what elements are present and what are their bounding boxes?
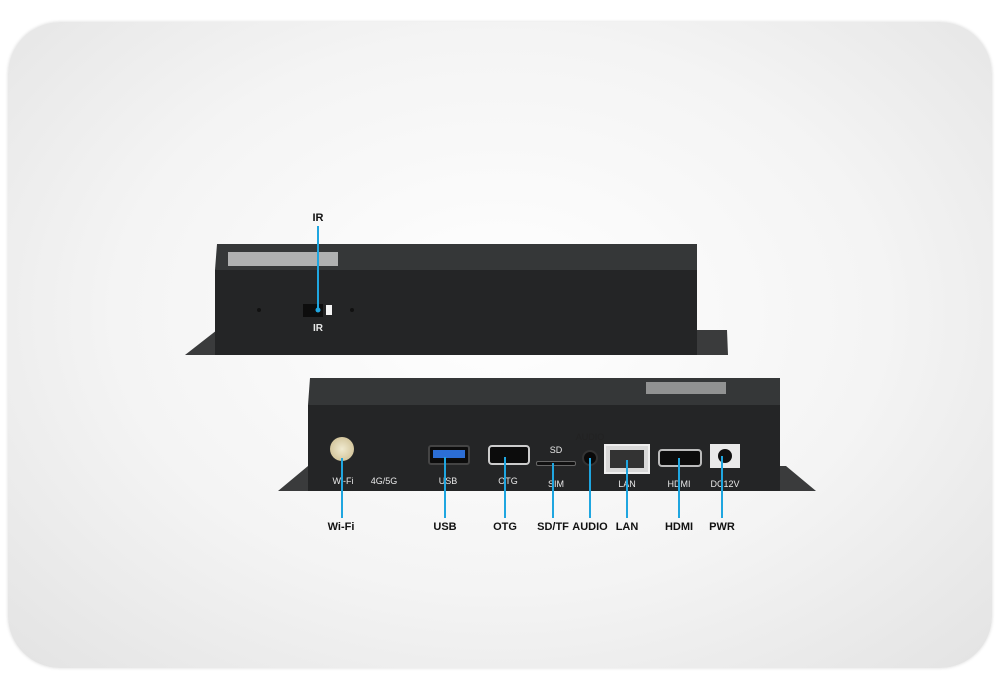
panel-label-wifi: Wi-Fi — [332, 476, 354, 486]
panel-label-sd: SD — [549, 445, 563, 455]
callout-line-audio — [589, 458, 591, 518]
lan-port — [604, 444, 650, 474]
callout-wifi: Wi-Fi — [327, 521, 355, 533]
ir-sensor — [315, 307, 321, 313]
panel-label-audio: AUDIO — [575, 432, 605, 442]
sd-sim-slot — [536, 461, 576, 466]
callout-line-ir — [317, 226, 319, 310]
callout-audio: AUDIO — [572, 521, 608, 533]
callout-sdtf: SD/TF — [537, 521, 569, 533]
callout-line-sdtf — [552, 463, 554, 518]
callout-line-otg — [504, 457, 506, 518]
callout-line-wifi — [341, 458, 343, 518]
callout-line-hdmi — [678, 458, 680, 518]
device-body-top — [185, 244, 728, 355]
wifi-antenna-connector — [330, 437, 354, 461]
usb-port — [428, 445, 470, 465]
dc-power-jack — [710, 444, 740, 468]
callout-usb: USB — [433, 521, 457, 533]
device-body-rear — [278, 378, 816, 491]
hdmi-port — [658, 449, 702, 467]
panel-label-otg: OTG — [498, 476, 518, 486]
panel-label-dc12v: DC12V — [710, 479, 740, 489]
panel-label-ir: IR — [313, 323, 323, 334]
callout-lan: LAN — [615, 521, 639, 533]
panel-label-sim: SIM — [547, 479, 565, 489]
callout-hdmi: HDMI — [664, 521, 694, 533]
panel-label-usb: USB — [438, 476, 458, 486]
callout-ir: IR — [312, 212, 324, 224]
callout-otg: OTG — [493, 521, 517, 533]
otg-port — [488, 445, 530, 465]
callout-line-lan — [626, 460, 628, 518]
callout-pwr: PWR — [709, 521, 735, 533]
panel-label-4g5g: 4G/5G — [370, 476, 398, 486]
callout-line-pwr — [721, 456, 723, 518]
callout-line-usb — [444, 457, 446, 518]
